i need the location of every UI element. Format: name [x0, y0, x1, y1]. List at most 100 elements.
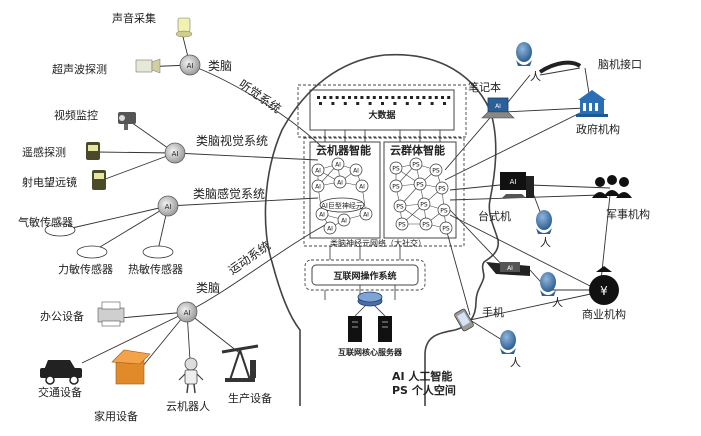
data-dot — [441, 96, 444, 99]
data-dot — [329, 96, 333, 99]
svg-text:PS: PS — [392, 183, 400, 190]
label-person-1: 人 — [530, 70, 541, 83]
ps-node: PS — [395, 217, 409, 231]
ps-node: PS — [417, 197, 431, 211]
data-dot — [381, 102, 384, 105]
data-dot — [391, 96, 395, 99]
label-motor-1: 类脑 — [196, 281, 220, 295]
data-dot — [403, 96, 407, 99]
camera-icon — [118, 112, 136, 130]
ps-node: PS — [429, 163, 443, 177]
ai-giant-node — [319, 197, 365, 213]
svg-text:AI: AI — [363, 211, 369, 218]
ai-node: AI — [311, 163, 325, 177]
label-person-4: 人 — [510, 356, 521, 369]
svg-text:PS: PS — [398, 221, 406, 228]
label-internet-os: 互联网操作系统 — [333, 270, 396, 282]
hub-sensory: AI — [157, 195, 179, 217]
label-military: 军事机构 — [606, 207, 650, 221]
label-big-data: 大数据 — [368, 109, 395, 121]
data-dot — [410, 96, 413, 99]
svg-text:PS: PS — [442, 225, 450, 232]
label-cloud-group: 云群体智能 — [390, 143, 445, 157]
remote-sensing-icon — [86, 142, 100, 160]
ai-node: AI — [311, 179, 325, 193]
data-dot — [331, 102, 335, 105]
label-bci: 脑机接口 — [598, 57, 642, 71]
label-business: 商业机构 — [582, 307, 626, 321]
label-ai-giant: AI巨型神经元 — [321, 201, 363, 210]
ps-node: PS — [413, 177, 427, 191]
data-dot — [405, 102, 409, 105]
printer-icon — [97, 301, 125, 327]
home-appliance-icon — [111, 349, 151, 385]
ps-node: PS — [389, 161, 403, 175]
label-desktop: 台式机 — [478, 209, 511, 223]
svg-text:AI: AI — [315, 183, 321, 190]
data-dot — [343, 102, 347, 105]
server-icon — [348, 291, 392, 342]
military-icon — [592, 175, 632, 198]
hub-visual-label: AI — [172, 150, 179, 158]
ai-node: AI — [331, 157, 345, 171]
car-icon — [40, 360, 82, 385]
label-network: 类脑神经元网络（大社交） — [330, 238, 426, 248]
svg-text:AI: AI — [341, 217, 347, 224]
ps-node: PS — [393, 199, 407, 213]
ai-node: AI — [349, 163, 363, 177]
hub-visual: AI — [164, 142, 186, 164]
label-motor-2: 运动系统 — [226, 238, 273, 277]
ai-node: AI — [337, 213, 351, 227]
label-robot: 云机器人 — [166, 399, 210, 413]
label-auditory-1: 类脑 — [208, 59, 232, 73]
desktop-screen-label: AI — [510, 178, 517, 186]
svg-text:PS: PS — [432, 167, 440, 174]
person-icons — [500, 42, 556, 354]
label-remote: 遥感探测 — [22, 146, 66, 159]
svg-text:AI: AI — [335, 161, 341, 168]
ps-node: PS — [419, 217, 433, 231]
ar-glasses-icon: AI — [486, 262, 530, 276]
hub-sensory-label: AI — [165, 203, 172, 211]
data-dot — [397, 96, 401, 99]
label-cloud-machine: 云机器智能 — [316, 143, 371, 157]
oil-pump-icon — [221, 344, 259, 382]
data-dot — [434, 96, 438, 99]
data-dot — [422, 96, 426, 99]
heat-sensor-icon — [142, 245, 174, 259]
big-data-dot-row — [317, 96, 451, 105]
data-dot — [356, 102, 360, 105]
svg-text:AI: AI — [327, 225, 333, 232]
svg-text:PS: PS — [440, 207, 448, 214]
data-dot — [319, 102, 322, 105]
data-dot — [379, 96, 382, 99]
ps-node: PS — [435, 181, 449, 195]
label-telescope: 射电望远镜 — [22, 175, 77, 189]
head-outline — [264, 53, 500, 406]
legend-ps: PS 个人空间 — [392, 383, 456, 397]
robot-icon — [178, 357, 204, 394]
label-sound: 声音采集 — [112, 11, 156, 25]
label-gas: 气敏传感器 — [18, 215, 73, 229]
label-ultrasonic: 超声波探测 — [52, 62, 107, 76]
label-force: 力敏传感器 — [58, 262, 113, 276]
svg-text:PS: PS — [416, 181, 424, 188]
hub-auditory: AI — [179, 54, 201, 76]
ps-node: PS — [439, 221, 453, 235]
svg-text:PS: PS — [422, 221, 430, 228]
ps-node: PS — [409, 157, 423, 171]
svg-text:PS: PS — [438, 185, 446, 192]
data-dot — [341, 96, 345, 99]
data-dot — [323, 96, 327, 99]
label-sensory: 类脑感觉系统 — [193, 186, 265, 201]
svg-text:AI: AI — [337, 179, 343, 186]
hub-auditory-label: AI — [187, 62, 194, 70]
data-dot — [360, 96, 364, 99]
data-dot — [428, 96, 432, 99]
svg-text:AI: AI — [353, 167, 359, 174]
svg-text:PS: PS — [392, 165, 400, 172]
government-building-icon — [576, 90, 608, 117]
data-dot — [348, 96, 351, 99]
desktop-icon: AI — [500, 172, 534, 198]
label-traffic: 交通设备 — [38, 385, 82, 399]
